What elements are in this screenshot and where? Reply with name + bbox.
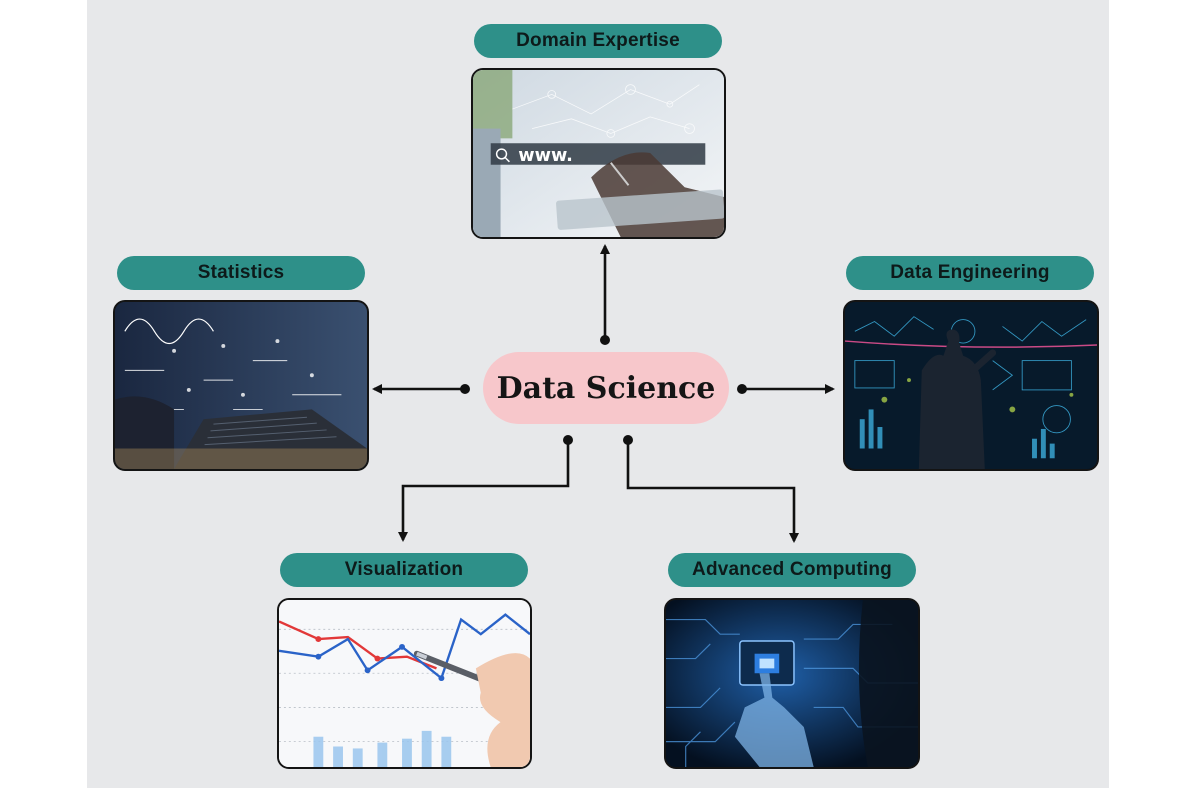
center-label: Data Science [496,370,716,406]
label-data-engineering: Data Engineering [846,256,1094,290]
label-domain-expertise: Domain Expertise [474,24,722,58]
advanced-computing-image [664,598,920,769]
line-chart-illustration [279,600,530,767]
web-search-illustration: www. [473,70,724,237]
label-visualization: Visualization [280,553,528,587]
url-text: www. [518,146,573,166]
statistics-image [113,300,369,471]
visualization-image [277,598,532,769]
label-statistics: Statistics [117,256,365,290]
circuit-board-illustration [666,600,918,767]
math-formulas-illustration [115,302,367,469]
dashboard-wall-illustration [845,302,1097,469]
data-engineering-image [843,300,1099,471]
domain-expertise-image: www. [471,68,726,239]
center-node: Data Science [483,352,729,424]
label-advanced-computing: Advanced Computing [668,553,916,587]
